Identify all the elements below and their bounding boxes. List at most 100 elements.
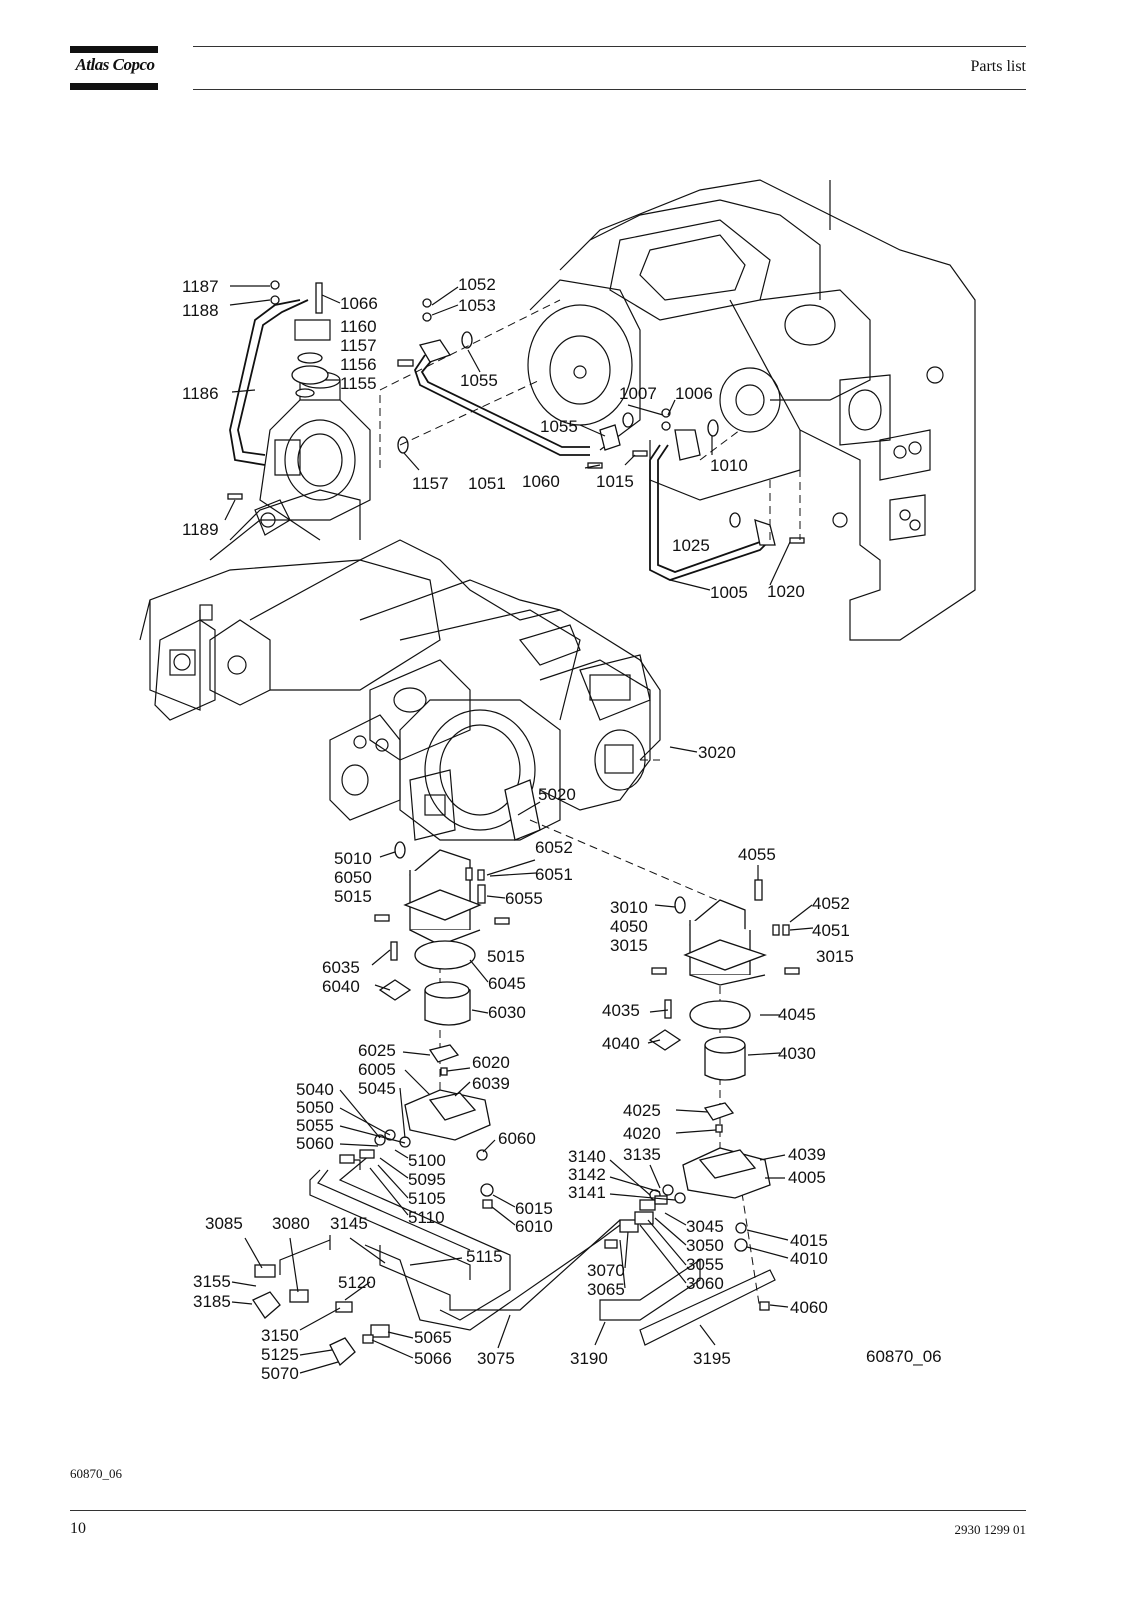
header-rule-top <box>193 46 1026 47</box>
callout: 6039 <box>472 1074 510 1093</box>
callout: 1005 <box>710 583 748 602</box>
gearbox-casing <box>527 179 976 641</box>
callout: 3015 <box>610 936 648 955</box>
callout: 1053 <box>458 296 496 315</box>
callout: 3142 <box>568 1165 606 1184</box>
page-number: 10 <box>70 1520 86 1537</box>
callout: 5020 <box>538 785 576 804</box>
callout: 1010 <box>710 456 748 475</box>
callout: 5066 <box>414 1349 452 1368</box>
separator-housing <box>254 371 371 536</box>
right-valve-assembly <box>648 879 800 1311</box>
callout: 1188 <box>182 301 219 320</box>
callout: 5110 <box>408 1208 445 1227</box>
callout: 4010 <box>790 1249 828 1268</box>
callout: 3135 <box>623 1145 661 1164</box>
hose-assembly <box>252 1149 776 1367</box>
callout: 5050 <box>296 1098 334 1117</box>
callout: 5015 <box>487 947 525 966</box>
callout: 6060 <box>498 1129 536 1148</box>
callout: 4050 <box>610 917 648 936</box>
callout: 4005 <box>788 1168 826 1187</box>
callout: 1015 <box>596 472 634 491</box>
document-number: 2930 1299 01 <box>954 1522 1027 1537</box>
callout: 5115 <box>466 1247 503 1266</box>
callout: 4025 <box>623 1101 661 1120</box>
callout: 3150 <box>261 1326 299 1345</box>
logo-bottom-bar <box>70 83 158 90</box>
cooler-assembly <box>139 489 661 841</box>
callout: 1157 <box>412 474 449 493</box>
callout: 1187 <box>182 277 219 296</box>
callout: 6055 <box>505 889 543 908</box>
callout: 1060 <box>522 472 560 491</box>
callout: 5065 <box>414 1328 452 1347</box>
callout: 6025 <box>358 1041 396 1060</box>
callout: 6035 <box>322 958 360 977</box>
callout: 6050 <box>334 868 372 887</box>
callout: 3050 <box>686 1236 724 1255</box>
callout: 3075 <box>477 1349 515 1368</box>
callout: 3020 <box>698 743 736 762</box>
callout: 1051 <box>468 474 506 493</box>
callout: 1055 <box>460 371 498 390</box>
callout: 4030 <box>778 1044 816 1063</box>
callout: 3080 <box>272 1214 310 1233</box>
callout: 4051 <box>812 921 850 940</box>
pipes <box>229 299 771 581</box>
callout: 3185 <box>193 1292 231 1311</box>
callout: 1186 <box>182 384 219 403</box>
callout: 4060 <box>790 1298 828 1317</box>
callout: 6051 <box>535 865 573 884</box>
callout: 1155 <box>340 374 377 393</box>
callout: 6010 <box>515 1217 553 1236</box>
callout: 5095 <box>408 1170 446 1189</box>
callout: 3010 <box>610 898 648 917</box>
callout: 6030 <box>488 1003 526 1022</box>
callout: 5040 <box>296 1080 334 1099</box>
callout: 5125 <box>261 1345 299 1364</box>
footer-rule <box>70 1510 1026 1511</box>
callout: 4035 <box>602 1001 640 1020</box>
callout: 4045 <box>778 1005 816 1024</box>
callout: 5010 <box>334 849 372 868</box>
callout: 3190 <box>570 1349 608 1368</box>
callout: 6005 <box>358 1060 396 1079</box>
callout: 3045 <box>686 1217 724 1236</box>
callout: 4020 <box>623 1124 661 1143</box>
figure-reference: 60870_06 <box>70 1466 122 1481</box>
callout: 1020 <box>767 582 805 601</box>
callout: 6045 <box>488 974 526 993</box>
callout: 1157 <box>340 336 377 355</box>
callout: 6040 <box>322 977 360 996</box>
callout: 1007 <box>619 384 657 403</box>
callout: 6015 <box>515 1199 553 1218</box>
callout-labels: 1187 1188 1066 1160 1157 1156 1155 1186 … <box>182 275 942 1383</box>
callout: 3155 <box>193 1272 231 1291</box>
callout: 4040 <box>602 1034 640 1053</box>
callout: 1066 <box>340 294 378 313</box>
callout: 5100 <box>408 1151 446 1170</box>
callout: 1025 <box>672 536 710 555</box>
callout: 3060 <box>686 1274 724 1293</box>
callout: 5015 <box>334 887 372 906</box>
header-rule-bottom <box>193 89 1026 90</box>
callout: 1156 <box>340 355 377 374</box>
callout: 4052 <box>812 894 850 913</box>
callout: 3065 <box>587 1280 625 1299</box>
callout: 3070 <box>587 1261 625 1280</box>
callout: 1160 <box>340 317 377 336</box>
leader-lines <box>224 285 814 1374</box>
callout: 5120 <box>338 1273 376 1292</box>
callout: 3141 <box>568 1183 606 1202</box>
callout: 5070 <box>261 1364 299 1383</box>
section-title: Parts list <box>970 58 1026 75</box>
callout: 3140 <box>568 1147 606 1166</box>
atlas-copco-logo: Atlas Copco <box>70 46 158 90</box>
callout: 3145 <box>330 1214 368 1233</box>
callout: 6052 <box>535 838 573 857</box>
callout: 1055 <box>540 417 578 436</box>
callout: 4039 <box>788 1145 826 1164</box>
callout: 3085 <box>205 1214 243 1233</box>
